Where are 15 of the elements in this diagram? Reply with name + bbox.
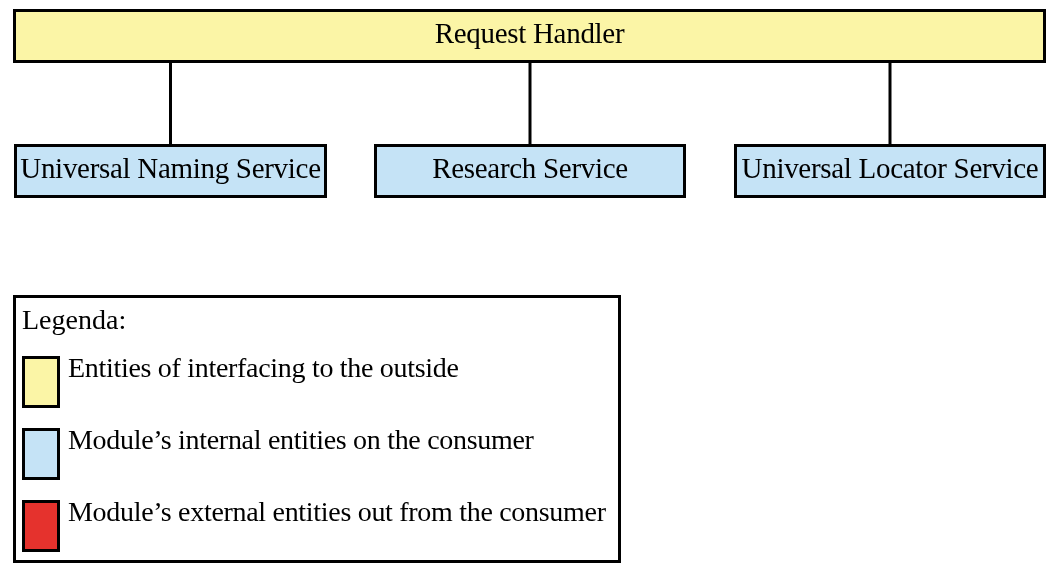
legend-text: Module’s internal entities on the consumer (68, 426, 534, 454)
node-label: Research Service (432, 151, 628, 183)
service-box (13, 9, 1046, 63)
legend-text: Entities of interfacing to the outside (68, 354, 459, 382)
connector-line (169, 63, 172, 144)
connector-line (528, 63, 532, 144)
service-box (374, 144, 686, 198)
connector-line (888, 63, 892, 144)
service-box (734, 144, 1046, 198)
service-box (14, 144, 327, 198)
node-label: Request Handler (434, 16, 625, 48)
legend-title: Legenda: (22, 306, 127, 334)
legend-text: Module’s external entities out from the consumer (68, 498, 606, 526)
node-label: Universal Locator Service (741, 151, 1039, 183)
node-label: Universal Naming Service (20, 151, 321, 183)
